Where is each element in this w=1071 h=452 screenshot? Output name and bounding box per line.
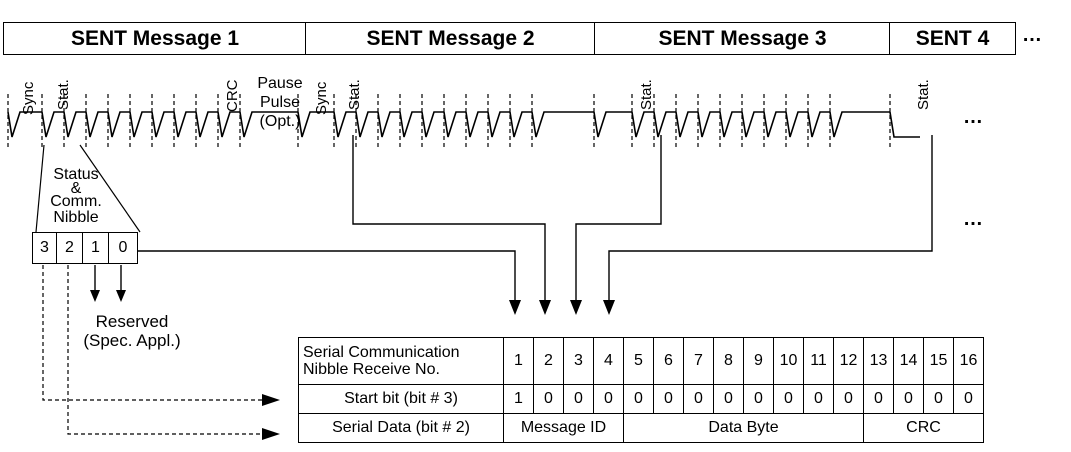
connector-msg2-stat-to-2 xyxy=(352,135,546,300)
pause-label-line1: Pause xyxy=(257,75,303,92)
reserved-label: Reserved (Spec. Appl.) xyxy=(62,312,202,350)
nibble-bit-1: 1 xyxy=(82,232,109,264)
nibble-bit-0: 0 xyxy=(108,232,138,264)
nibble-bit-2: 2 xyxy=(56,232,83,264)
start-bit-cell: 0 xyxy=(683,384,714,414)
arrow-head-serialdata xyxy=(262,428,280,440)
start-bit-cell: 0 xyxy=(803,384,834,414)
reserved-arrow-bit0-head xyxy=(116,290,126,302)
nibble-no-cell: 10 xyxy=(773,337,804,385)
start-bit-cell: 0 xyxy=(953,384,984,414)
table-row-start-bit: Start bit (bit # 3) 1 0 0 0 0 0 0 0 0 0 … xyxy=(298,384,984,414)
nibble-no-cell: 14 xyxy=(893,337,924,385)
nibble-title-line4: Nibble xyxy=(53,209,99,226)
start-bit-cell: 0 xyxy=(593,384,624,414)
nibble-title-line2: & xyxy=(70,180,82,197)
start-bit-cell: 0 xyxy=(713,384,744,414)
waveform-message-3 xyxy=(593,111,890,138)
pause-pulse-label: Pause Pulse (Opt.) xyxy=(251,74,309,131)
arrow-head-startbit xyxy=(262,394,280,406)
nibble-no-cell: 6 xyxy=(653,337,684,385)
table-row-nibble-numbers: Serial Communication Nibble Receive No. … xyxy=(298,337,984,385)
sent-message-1-header: SENT Message 1 xyxy=(3,22,307,55)
field-crc: CRC xyxy=(863,413,984,443)
start-bit-cell: 0 xyxy=(533,384,564,414)
nibble-no-cell: 8 xyxy=(713,337,744,385)
sent-message-3-header: SENT Message 3 xyxy=(594,22,891,55)
zoom-line-left xyxy=(35,144,45,233)
stat-label-4: Stat. xyxy=(915,79,932,110)
nibble-no-cell: 13 xyxy=(863,337,894,385)
start-bit-cell: 0 xyxy=(923,384,954,414)
nibble-no-cell: 5 xyxy=(623,337,654,385)
nibble-title: Status & Comm. Nibble xyxy=(38,166,114,226)
arrow-head-4 xyxy=(603,300,615,315)
start-bit-cell: 0 xyxy=(623,384,654,414)
sync-label-2: Sync xyxy=(313,81,330,115)
reserved-line1: Reserved xyxy=(95,312,169,331)
pause-label-line2: Pulse xyxy=(259,94,301,111)
arrow-head-3 xyxy=(570,300,582,315)
start-bit-cell: 1 xyxy=(503,384,534,414)
start-bit-cell: 0 xyxy=(833,384,864,414)
row-header-nibble-line1: Serial Communication xyxy=(303,344,460,361)
zoom-line-right xyxy=(79,144,141,233)
nibble-no-cell: 2 xyxy=(533,337,564,385)
reserved-arrow-bit1-head xyxy=(90,290,100,302)
connector-ellipsis: … xyxy=(963,208,986,230)
field-message-id: Message ID xyxy=(503,413,624,443)
row-header-nibble-line2: Nibble Receive No. xyxy=(303,361,440,378)
nibble-no-cell: 9 xyxy=(743,337,774,385)
nibble-no-cell: 4 xyxy=(593,337,624,385)
nibble-no-cell: 7 xyxy=(683,337,714,385)
start-bit-cell: 0 xyxy=(653,384,684,414)
serial-nibble-table: Serial Communication Nibble Receive No. … xyxy=(298,337,984,443)
stat-label-1: Stat. xyxy=(55,79,72,110)
row-header-start-bit: Start bit (bit # 3) xyxy=(298,384,504,414)
stat-label-2: Stat. xyxy=(346,79,363,110)
dashed-bit3-to-startbit xyxy=(42,265,262,401)
waveform-ellipsis: … xyxy=(963,106,986,128)
header-ellipsis: … xyxy=(1022,24,1045,46)
start-bit-cell: 0 xyxy=(893,384,924,414)
sync-label-1: Sync xyxy=(20,81,37,115)
nibble-no-cell: 1 xyxy=(503,337,534,385)
row-header-serial-data: Serial Data (bit # 2) xyxy=(298,413,504,443)
sent-message-3-label: SENT Message 3 xyxy=(658,26,827,50)
sent-message-2-header: SENT Message 2 xyxy=(305,22,596,55)
sent-message-1-label: SENT Message 1 xyxy=(70,26,240,50)
connector-msg3-stat-to-3 xyxy=(575,135,662,300)
table-row-serial-data: Serial Data (bit # 2) Message ID Data By… xyxy=(298,413,984,443)
row-header-nibble-no: Serial Communication Nibble Receive No. xyxy=(298,337,504,385)
start-bit-cell: 0 xyxy=(563,384,594,414)
connector-msg4-stat-to-4 xyxy=(608,135,933,300)
nibble-no-cell: 11 xyxy=(803,337,834,385)
pause-label-line3: (Opt.) xyxy=(259,113,301,130)
arrow-head-1 xyxy=(509,300,521,315)
start-bit-cell: 0 xyxy=(773,384,804,414)
start-bit-cell: 0 xyxy=(863,384,894,414)
sent-message-4-header: SENT 4 xyxy=(889,22,1016,55)
dashed-bit2-to-serialdata xyxy=(67,265,262,435)
nibble-bit-3: 3 xyxy=(32,232,57,264)
stat-label-3: Stat. xyxy=(638,79,655,110)
waveform-message-1 xyxy=(7,111,298,138)
start-bit-cell: 0 xyxy=(743,384,774,414)
nibble-title-line3: Comm. xyxy=(50,193,102,210)
sent-message-2-label: SENT Message 2 xyxy=(366,26,535,50)
field-data-byte: Data Byte xyxy=(623,413,864,443)
nibble-no-cell: 12 xyxy=(833,337,864,385)
waveform-message-2 xyxy=(297,111,594,138)
arrow-head-2 xyxy=(539,300,551,315)
nibble-no-cell: 15 xyxy=(923,337,954,385)
waveform-message-4 xyxy=(889,111,920,138)
reserved-line2: (Spec. Appl.) xyxy=(83,331,181,350)
sent-message-4-label: SENT 4 xyxy=(915,26,990,50)
crc-label-1: CRC xyxy=(224,79,241,113)
nibble-no-cell: 16 xyxy=(953,337,984,385)
connector-nibble-to-1 xyxy=(138,250,516,300)
nibble-title-line1: Status xyxy=(53,166,99,183)
nibble-no-cell: 3 xyxy=(563,337,594,385)
